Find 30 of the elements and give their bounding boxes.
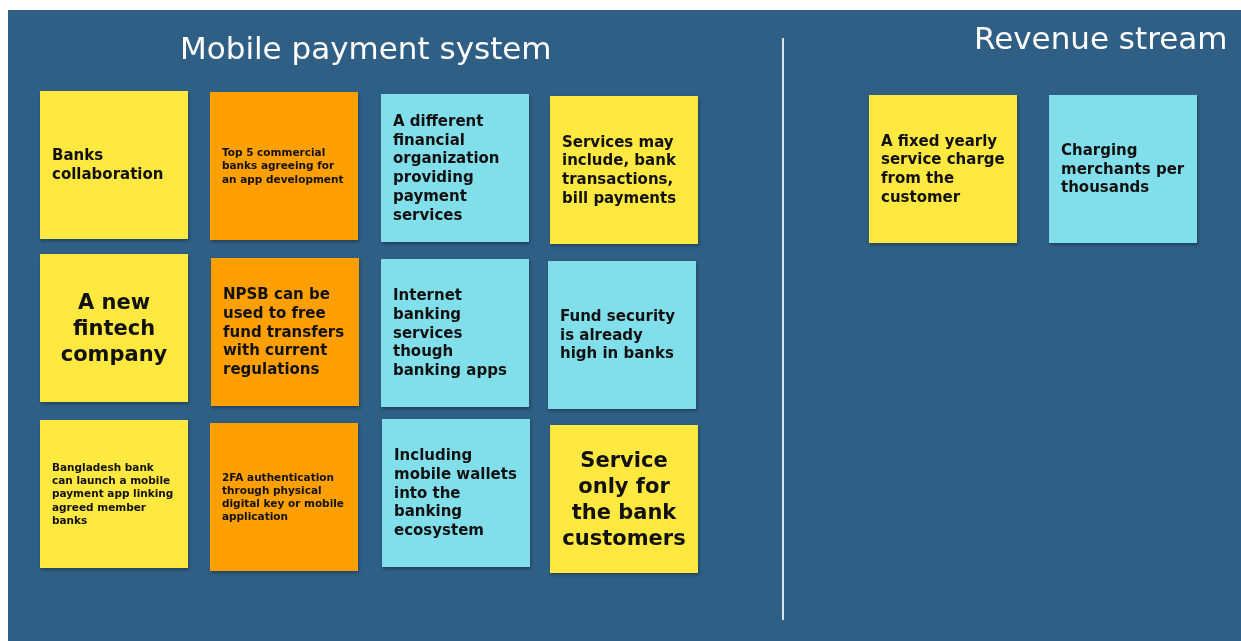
note-text: Service only for the bank customers (562, 446, 686, 552)
note-text: Services may include, bank transactions, bill payments (562, 132, 678, 208)
sticky-note (869, 95, 1017, 243)
sticky-note (1049, 95, 1197, 243)
note-text: A different financial organization providing payment services (393, 111, 501, 225)
note-text: Fund security is already high in banks (560, 306, 676, 364)
note-text: Internet banking services though banking apps (393, 286, 508, 380)
note-text: 2FA authentication through physical digital key or mobile application (222, 470, 345, 524)
section-heading: Revenue stream (974, 20, 1228, 56)
sticky-note (40, 420, 188, 568)
sticky-note (210, 92, 358, 240)
sticky-note (210, 423, 358, 571)
section-heading: Mobile payment system (180, 30, 552, 66)
note-text: Including mobile wallets into the banking ecosystem (394, 446, 518, 540)
sticky-note (381, 94, 529, 242)
sticky-note (381, 259, 529, 407)
note-text: Top 5 commercial banks agreeing for an app development (222, 146, 345, 186)
sticky-note (548, 261, 696, 409)
sticky-note (382, 419, 530, 567)
sticky-note (40, 91, 188, 239)
sticky-note (550, 425, 698, 573)
note-text: Banks collaboration (52, 146, 165, 184)
note-text: NPSB can be used to free fund transfers with current regulations (223, 285, 346, 379)
note-text: Bangladesh bank can launch a mobile payment app linking agreed member banks (52, 461, 175, 527)
note-text: A new fintech company (59, 288, 169, 368)
note-text: Charging merchants per thousands (1061, 140, 1185, 198)
sticky-note (211, 258, 359, 406)
sticky-note (40, 254, 188, 402)
note-text: A fixed yearly service charge from the customer (881, 131, 1005, 207)
sticky-note (550, 96, 698, 244)
